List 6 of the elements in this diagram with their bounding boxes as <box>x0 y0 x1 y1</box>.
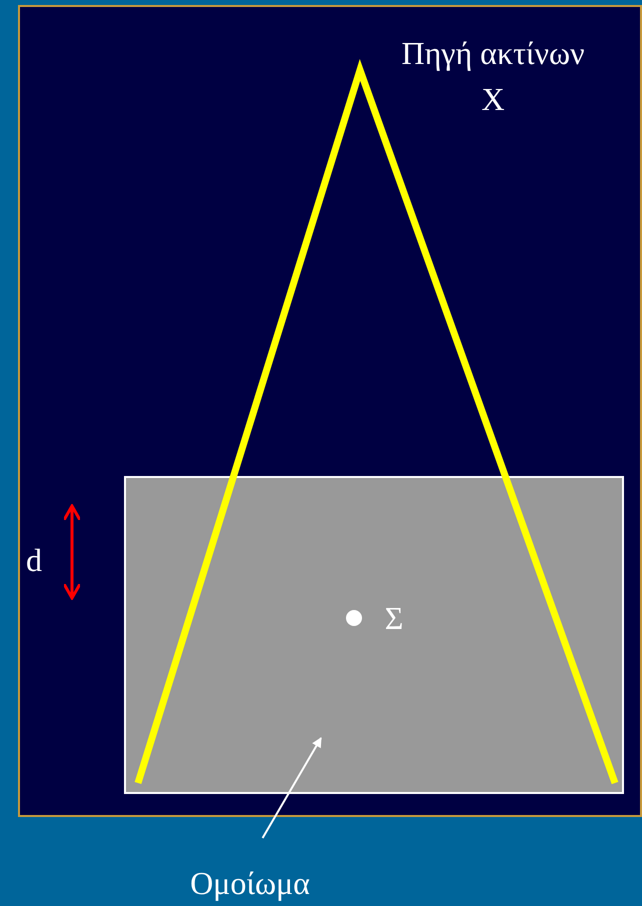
leader-line <box>262 737 322 838</box>
source-label: Πηγή ακτίνων X <box>400 34 586 119</box>
phantom-label: Ομοίωμα <box>189 864 311 903</box>
dimension-label: d <box>25 541 43 580</box>
point-label: Σ <box>384 599 404 638</box>
phantom-box <box>124 476 624 794</box>
